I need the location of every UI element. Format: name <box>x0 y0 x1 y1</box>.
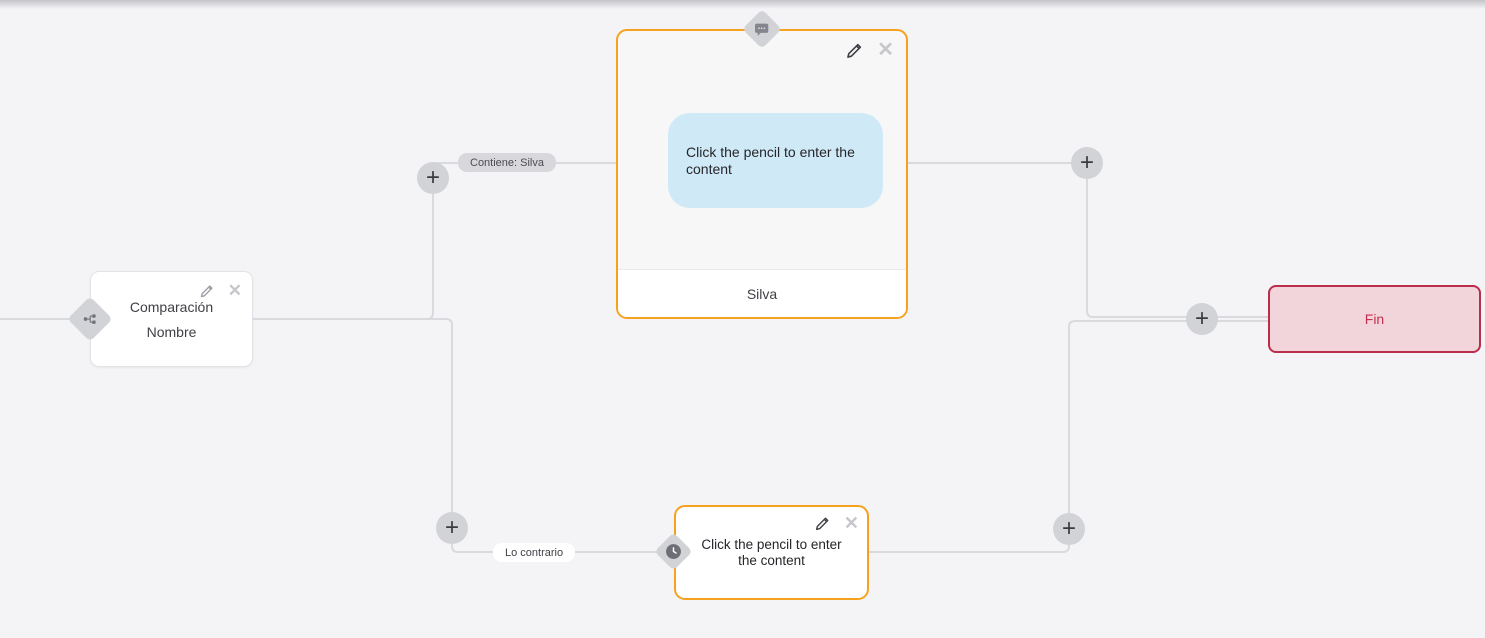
condition-title-line1: Comparación <box>129 298 214 315</box>
condition-title-line2: Nombre <box>146 323 197 340</box>
close-icon[interactable]: ✕ <box>227 281 242 300</box>
edge-label-otherwise[interactable]: Lo contrario <box>493 543 576 562</box>
add-step-button-bottom-right[interactable]: + <box>1053 513 1085 545</box>
message-content-bubble[interactable]: Click the pencil to enter the content <box>668 113 883 208</box>
edit-pencil-icon[interactable] <box>814 515 831 532</box>
chat-bubble-icon <box>754 22 770 37</box>
message-body: Click the pencil to enter the content <box>618 31 906 269</box>
condition-port-diamond[interactable] <box>67 296 113 342</box>
branch-icon <box>83 312 97 326</box>
edit-pencil-icon[interactable] <box>845 41 864 60</box>
action-placeholder-text: Click the pencil to enter the content <box>701 536 842 568</box>
action-node[interactable]: ✕ Click the pencil to enter the content <box>674 505 869 600</box>
edit-pencil-icon[interactable] <box>199 283 215 299</box>
close-icon[interactable]: ✕ <box>843 513 859 533</box>
close-icon[interactable]: ✕ <box>877 39 894 61</box>
edge-label-contains[interactable]: Contiene: Silva <box>458 153 556 172</box>
add-step-button-before-end[interactable]: + <box>1186 303 1218 335</box>
message-footer-label: Silva <box>618 269 906 317</box>
action-port-diamond[interactable] <box>654 532 693 571</box>
end-node-label: Fin <box>1364 311 1385 327</box>
add-step-button-top-right[interactable]: + <box>1071 147 1103 179</box>
clock-icon <box>665 543 682 560</box>
message-port-diamond[interactable] <box>742 9 782 49</box>
condition-node[interactable]: ✕ Comparación Nombre <box>90 271 253 367</box>
add-step-button-top-left[interactable]: + <box>417 162 449 194</box>
add-step-button-bottom-left[interactable]: + <box>436 512 468 544</box>
edge-condition-to-action <box>253 318 658 553</box>
end-node[interactable]: Fin <box>1268 285 1481 353</box>
edge-message-to-end <box>908 162 1270 318</box>
edge-action-to-end <box>869 320 1270 553</box>
message-node[interactable]: ✕ Click the pencil to enter the content … <box>616 29 908 319</box>
